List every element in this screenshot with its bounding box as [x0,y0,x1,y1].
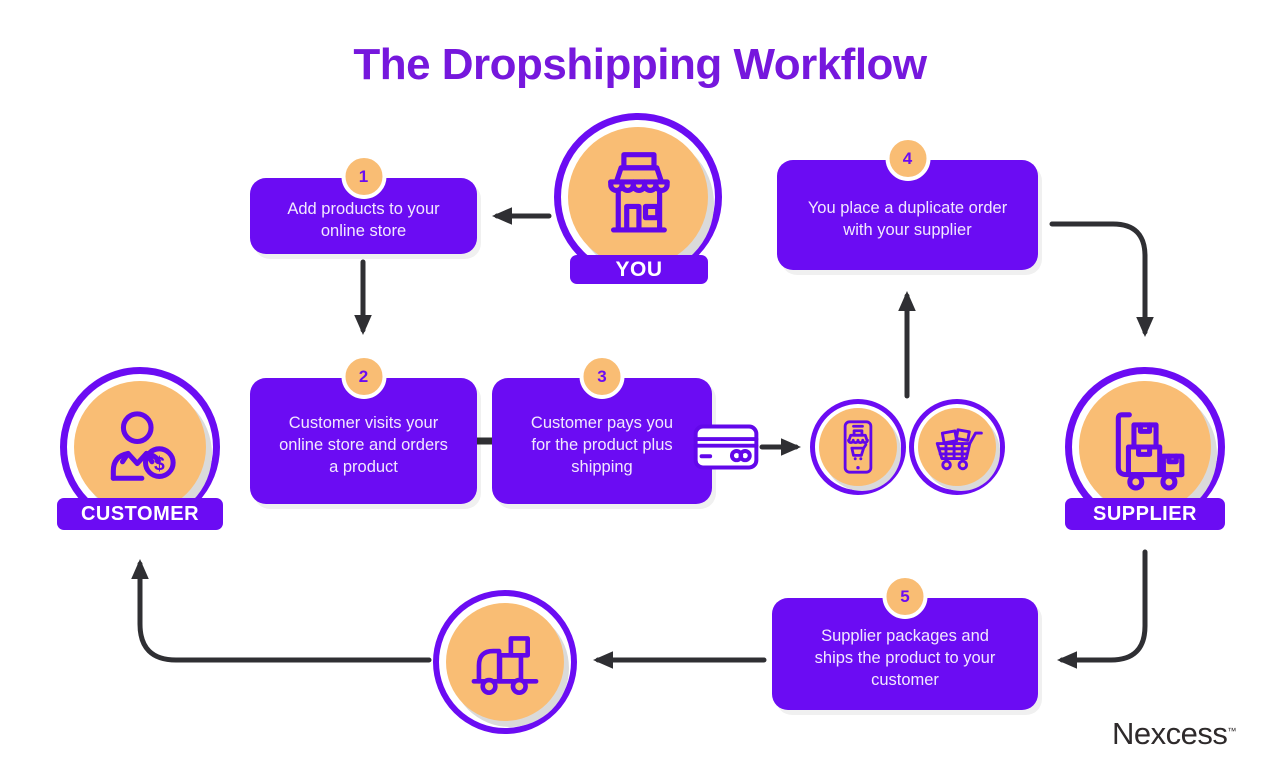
delivery-circle-fill [446,603,564,721]
customer-node: $ CUSTOMER [57,367,223,530]
step-4-text: You place a duplicate order with your su… [807,198,1008,239]
step-5-badge: 5 [882,574,928,619]
logo-text: Nexcess [1112,716,1228,751]
payment-card-node [693,423,759,476]
hand-truck-icon [1115,412,1185,491]
you-node: YOU [554,113,722,284]
nexcess-logo: Nexcess™ [1112,716,1236,752]
step-2-number: 2 [358,366,369,386]
step-1-text: Add products to your online store [287,199,440,240]
step-2-badge: 2 [341,354,386,399]
customer-label: CUSTOMER [57,498,223,530]
step-3-text: Customer pays you for the product plus s… [530,413,674,477]
customer-circle: $ [60,367,220,527]
step-2-box: 2 Customer visits your online store and … [250,354,477,504]
you-circle [554,113,722,281]
supplier-circle-fill [1079,381,1211,513]
cart-circle-fill [918,408,996,486]
mobile-store-node [810,399,906,495]
step-5-text: Supplier packages and ships the product … [814,626,996,690]
step-4-box: 4 You place a duplicate order with your … [777,136,1038,270]
customer-circle-fill: $ [74,381,206,513]
step-5-box: 5 Supplier packages and ships the produc… [772,574,1038,710]
delivery-node [433,590,577,734]
arrow-delivery-to-customer [131,559,432,663]
step-2-text: Customer visits your online store and or… [279,413,448,477]
you-label: YOU [570,255,708,284]
arrow-step4-to-supplier [1049,221,1154,337]
mobile-store-circle-fill [819,408,897,486]
cart-node [909,399,1005,495]
mobile-store-circle [810,399,906,495]
storefront-icon [608,152,670,233]
step-4-badge: 4 [885,136,930,181]
step-1-box: 1 Add products to your online store [250,154,477,254]
step-4-number: 4 [902,148,913,168]
supplier-node: SUPPLIER [1065,367,1225,530]
page-title: The Dropshipping Workflow [353,40,927,89]
credit-card-icon [693,424,759,470]
customer-icon: $ [110,411,176,481]
delivery-truck-icon [471,636,539,695]
shopping-cart-icon [935,428,983,471]
dollar-symbol: $ [154,454,165,475]
cart-circle [909,399,1005,495]
step-1-number: 1 [358,166,369,186]
mobile-shop-icon [843,420,873,474]
step-1-badge: 1 [341,154,386,199]
step-3-badge: 3 [579,354,625,399]
step-3-box: 3 Customer pays you for the product plus… [492,354,712,504]
you-circle-fill [568,127,708,267]
delivery-circle [433,590,577,734]
step-3-number: 3 [597,366,607,386]
logo-trademark: ™ [1227,726,1236,736]
supplier-label: SUPPLIER [1065,498,1225,530]
step-5-number: 5 [900,586,910,606]
arrow-supplier-to-step5 [1057,549,1148,669]
